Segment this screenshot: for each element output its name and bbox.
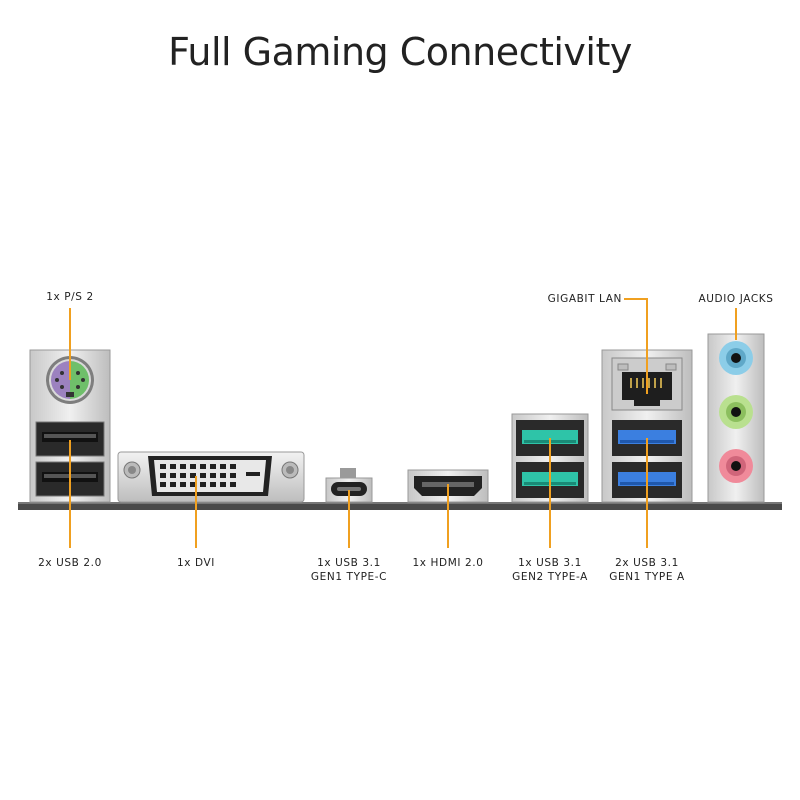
audio-jack-blue[interactable] xyxy=(719,341,753,375)
label-lan: GIGABIT LAN xyxy=(547,293,622,305)
callout-lines xyxy=(69,298,737,548)
label-usbc-line2: GEN1 TYPE-C xyxy=(310,571,388,583)
label-gen2: 1x USB 3.1 GEN2 TYPE-A xyxy=(500,556,600,584)
label-audio: AUDIO JACKS xyxy=(698,293,774,305)
label-gen2-line2: GEN2 TYPE-A xyxy=(512,571,588,583)
dvi-port[interactable] xyxy=(117,451,305,503)
label-hdmi: 1x HDMI 2.0 xyxy=(412,557,484,569)
label-ps2: 1x P/S 2 xyxy=(46,291,94,303)
page-title: Full Gaming Connectivity xyxy=(168,30,632,74)
label-usbc: 1x USB 3.1 GEN1 TYPE-C xyxy=(299,556,399,584)
callout-lan xyxy=(624,298,648,394)
label-usb20: 2x USB 2.0 xyxy=(38,557,102,569)
io-shield-bar xyxy=(18,502,782,510)
audio-jack-green[interactable] xyxy=(719,395,753,429)
label-dvi: 1x DVI xyxy=(176,557,215,569)
ps2-keyboard-half xyxy=(70,361,89,399)
label-gen1-line2: GEN1 TYPE A xyxy=(609,571,685,583)
audio-jack-pink[interactable] xyxy=(719,449,753,483)
label-usbc-line1: 1x USB 3.1 xyxy=(317,557,381,569)
ps2-mouse-half xyxy=(51,361,70,399)
label-gen1-line1: 2x USB 3.1 xyxy=(615,557,679,569)
label-gen1: 2x USB 3.1 GEN1 TYPE A xyxy=(597,556,697,584)
label-gen2-line1: 1x USB 3.1 xyxy=(518,557,582,569)
audio-jacks-stack xyxy=(707,333,765,503)
